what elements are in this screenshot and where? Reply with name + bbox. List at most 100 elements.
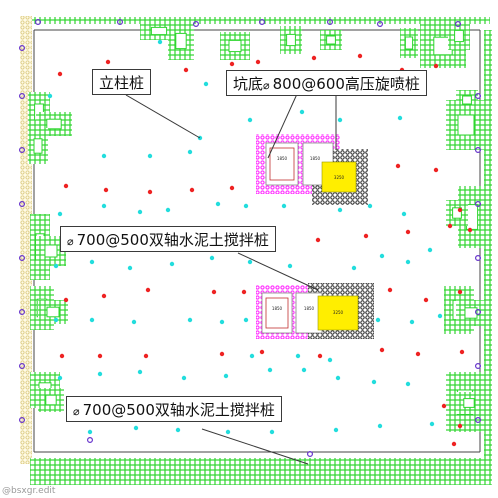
cyan-pile	[397, 115, 403, 121]
cyan-pile	[243, 317, 249, 323]
red-pile	[59, 353, 65, 359]
cyan-pile	[299, 109, 305, 115]
purple-pile	[116, 19, 123, 26]
cyan-pile	[371, 379, 377, 385]
cyan-pile	[101, 153, 107, 159]
cyan-pile	[47, 93, 53, 99]
cyan-pile	[175, 427, 181, 433]
cyan-pile	[335, 375, 341, 381]
dual-axis-mixing-label: ⌀700@500双轴水泥土搅拌桩	[60, 226, 276, 252]
red-pile	[459, 349, 465, 355]
pier-cap	[33, 138, 43, 154]
pier-cap	[150, 26, 168, 36]
red-pile	[189, 187, 195, 193]
red-pile	[63, 297, 69, 303]
pier-cap	[326, 35, 336, 45]
purple-pile	[19, 309, 26, 316]
right-mixing-strip	[484, 30, 492, 485]
upper-pit: 1850 1850 3250	[256, 134, 368, 205]
cyan-pile	[225, 429, 231, 435]
cyan-pile	[269, 429, 275, 435]
pier-cap	[452, 207, 462, 219]
cyan-pile	[187, 149, 193, 155]
cyan-pile	[351, 265, 357, 271]
cyan-pile	[401, 211, 407, 217]
cyan-pile	[405, 259, 411, 265]
red-pile	[229, 61, 235, 67]
cyan-pile	[181, 375, 187, 381]
red-pile	[415, 351, 421, 357]
pier-cap	[464, 307, 478, 319]
red-pile	[63, 183, 69, 189]
red-pile	[395, 163, 401, 169]
cyan-pile	[405, 381, 411, 387]
pier-cap	[462, 95, 472, 105]
cyan-pile	[147, 153, 153, 159]
purple-pile	[19, 363, 26, 370]
lower-pit-label-core: 3250	[333, 310, 344, 315]
cyan-pile	[379, 253, 385, 259]
pier-cap	[46, 118, 62, 130]
cyan-pile	[53, 263, 59, 269]
cyan-pile	[57, 211, 63, 217]
red-pile	[317, 353, 323, 359]
dual-axis-spec: 700@500双轴水泥土搅拌桩	[76, 231, 269, 249]
dual-axis-spec-bottom: 700@500双轴水泥土搅拌桩	[82, 401, 275, 419]
red-pile	[433, 63, 439, 69]
diameter-symbol: ⌀	[263, 79, 270, 92]
leader-dual-axis-2	[201, 428, 309, 465]
red-pile	[145, 287, 151, 293]
diameter-symbol: ⌀	[73, 405, 80, 418]
cyan-pile	[437, 313, 443, 319]
pier-cap	[45, 394, 57, 406]
pier-cap	[228, 39, 242, 53]
red-pile	[405, 229, 411, 235]
dual-axis-mixing-label-bottom: ⌀700@500双轴水泥土搅拌桩	[66, 396, 282, 422]
purple-pile	[193, 21, 200, 28]
cyan-pile	[223, 373, 229, 379]
pier-cap	[286, 33, 296, 47]
red-pile	[103, 187, 109, 193]
purple-pile	[475, 417, 482, 424]
cyan-pile	[215, 201, 221, 207]
pier-cap	[454, 29, 464, 43]
purple-pile	[19, 255, 26, 262]
cyan-pile	[367, 203, 373, 209]
leader-dual-axis	[237, 252, 319, 291]
cyan-pile	[101, 203, 107, 209]
cyan-pile	[219, 319, 225, 325]
pier-cap	[404, 36, 414, 50]
cyan-pile	[165, 207, 171, 213]
leader-column-pile	[125, 94, 201, 139]
red-pile	[457, 207, 463, 213]
cyan-pile	[427, 247, 433, 253]
purple-pile	[475, 201, 482, 208]
lower-pit-core	[317, 295, 359, 331]
cyan-pile	[53, 317, 59, 323]
purple-pile	[19, 417, 26, 424]
purple-pile	[377, 21, 384, 28]
red-pile	[241, 289, 247, 295]
cyan-pile	[301, 367, 307, 373]
red-pile	[447, 223, 453, 229]
red-pile	[147, 189, 153, 195]
purple-pile	[475, 255, 482, 262]
purple-pile	[475, 309, 482, 316]
upper-pit-label-core: 3250	[334, 175, 345, 180]
red-pile	[57, 71, 63, 77]
lower-pit-label-a: 1850	[272, 306, 283, 311]
cyan-pile	[409, 319, 415, 325]
cyan-pile	[209, 255, 215, 261]
cyan-pile	[247, 117, 253, 123]
cyan-pile	[203, 81, 209, 87]
red-pile	[467, 227, 473, 233]
red-pile	[183, 67, 189, 73]
cyan-pile	[375, 317, 381, 323]
cyan-pile	[295, 353, 301, 359]
cyan-pile	[429, 421, 435, 427]
leader-pit-bottom	[267, 93, 298, 159]
red-pile	[433, 167, 439, 173]
pier-cap	[463, 398, 475, 408]
red-pile	[259, 349, 265, 355]
